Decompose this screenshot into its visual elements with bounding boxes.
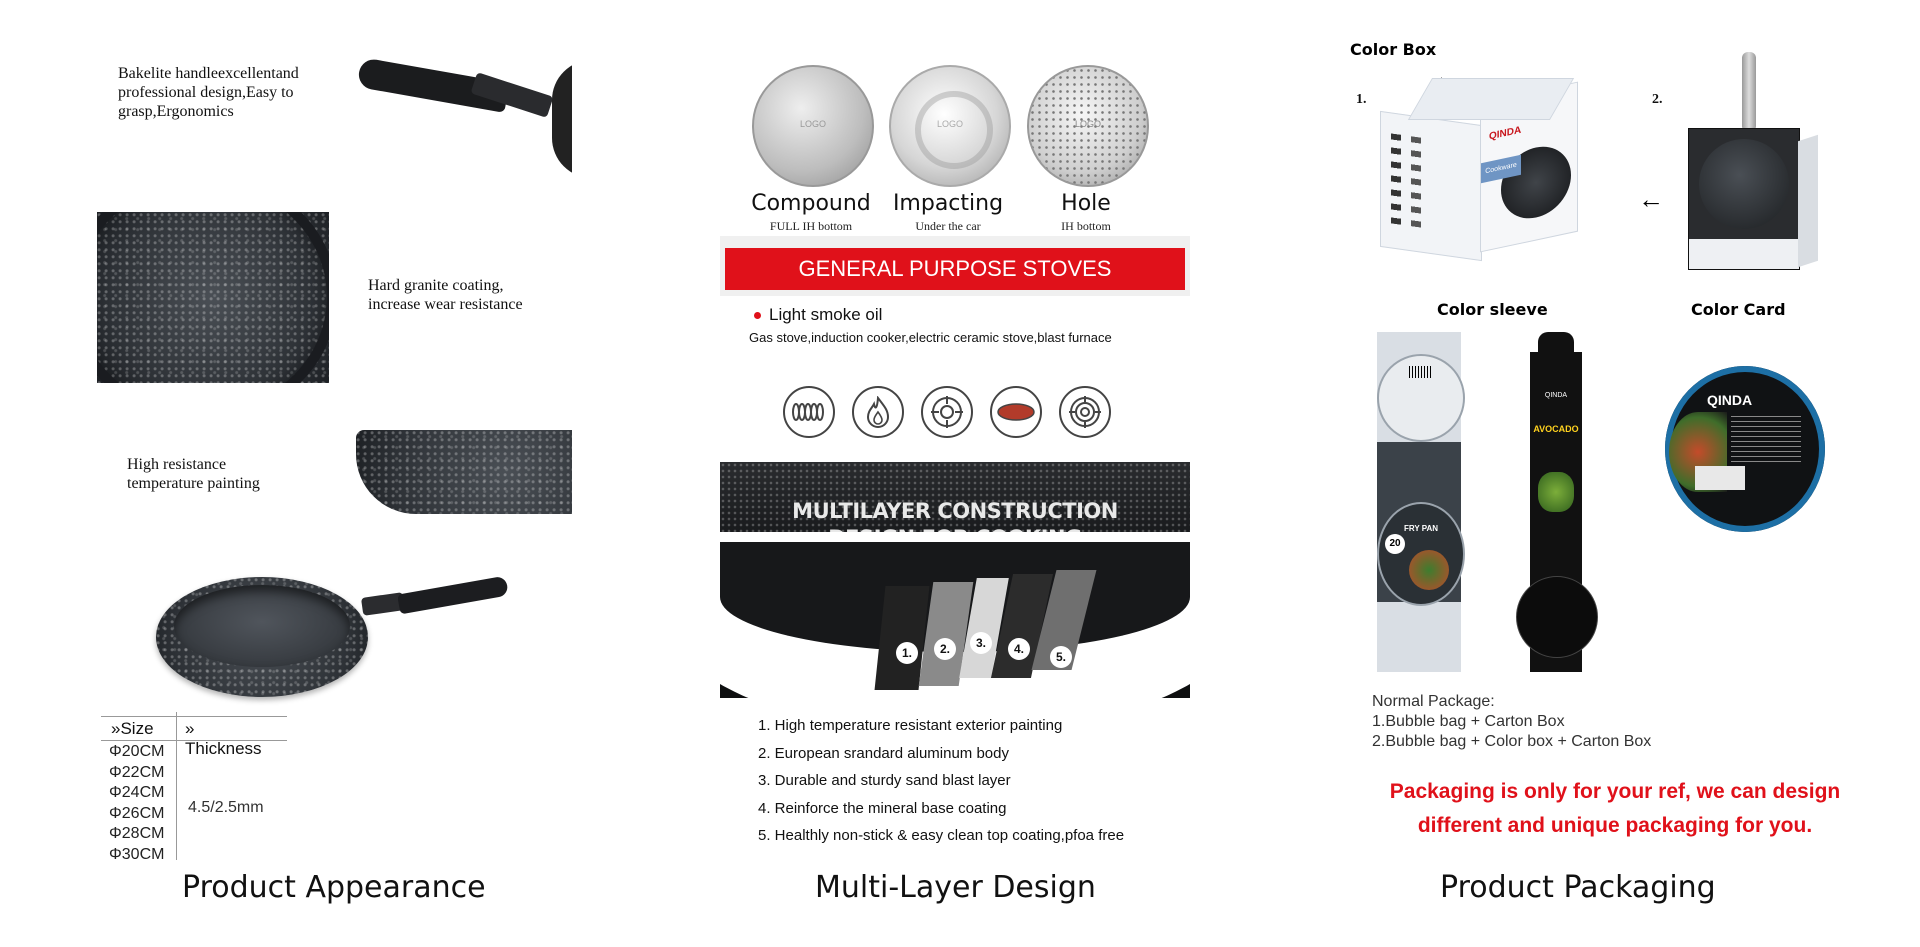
layer-item: 2. European srandard aluminum body [758, 744, 1009, 762]
coating-closeup-image [97, 212, 329, 383]
size-item: Φ30CM [109, 845, 165, 863]
handle-image [352, 56, 572, 176]
disc-label-hole: Hole [1061, 191, 1111, 216]
stoves-text: Gas stove,induction cooker,electric cera… [749, 330, 1112, 345]
layer-marker: 3. [970, 632, 992, 654]
product-appearance-title: Product Appearance [182, 870, 486, 905]
layer-list: 1. High temperature resistant exterior p… [758, 712, 1124, 850]
feature-coating-text: Hard granite coating, increase wear resi… [368, 277, 523, 313]
induction-coil-icon [783, 386, 835, 438]
disc-sub-compound: FULL IH bottom [769, 219, 853, 233]
disc-label-impacting: Impacting [892, 191, 1004, 216]
normal-package-info: Normal Package: 1.Bubble bag + Carton Bo… [1372, 693, 1652, 750]
multilayer-design-title: Multi-Layer Design [815, 870, 1096, 905]
frying-pan-image [150, 565, 510, 705]
arrow-left-icon: ← [1638, 184, 1664, 214]
layer-item: 1. High temperature resistant exterior p… [758, 717, 1063, 734]
size-item: Φ24CM [109, 784, 165, 801]
multilayer-construction-image: MULTILAYER CONSTRUCTION DESIGN FOR COOKI… [720, 462, 1190, 698]
color-sleeve-black: QINDA AVOCADO [1516, 332, 1598, 672]
package-number-1: 1. [1356, 92, 1367, 107]
layer-item: 5. Healthly non-stick & easy clean top c… [758, 827, 1125, 844]
boxed-fry-pan-image [1688, 52, 1818, 272]
color-box-heading: Color Box [1350, 40, 1437, 59]
packaging-custom-note: Packaging is only for your ref, we can d… [1389, 780, 1841, 837]
size-item: Φ20CM [109, 743, 165, 760]
color-box-image: QINDA Cookware [1380, 78, 1580, 262]
size-header: »Size [111, 719, 154, 738]
size-list: Φ20CM Φ22CM Φ24CM Φ26CM Φ28CM Φ30CM [109, 742, 164, 865]
size-item: Φ22CM [109, 763, 165, 781]
disc-sub-hole: IH bottom [1061, 219, 1111, 233]
layer-marker: 2. [934, 638, 956, 660]
product-packaging-title: Product Packaging [1440, 870, 1716, 905]
color-card-heading: Color Card [1691, 300, 1786, 319]
ceramic-hob-icon [1059, 386, 1111, 438]
feature-handle-text: Bakelite handleexcellentand professional… [118, 65, 299, 120]
disc-sub-impacting: Under the car [915, 219, 981, 233]
layer-item: 4. Reinforce the mineral base coating [758, 799, 1007, 817]
general-purpose-stoves-banner: GENERAL PURPOSE STOVES [725, 248, 1185, 290]
package-number-2: 2. [1652, 92, 1663, 107]
color-card-image: QINDA [1665, 366, 1825, 532]
layer-marker: 5. [1050, 646, 1072, 668]
thickness-value: 4.5/2.5mm [188, 799, 264, 816]
size-item: Φ26CM [109, 804, 165, 822]
color-sleeve-grey: FRY PAN 20 [1377, 332, 1465, 672]
layer-item: 3. Durable and sturdy sand blast layer [758, 772, 1011, 789]
thickness-header: » Thickness [185, 719, 262, 758]
pan-side-image [352, 428, 572, 518]
hole-bottom-disc: LOGO [1027, 65, 1149, 187]
size-item: Φ28CM [109, 825, 165, 842]
bullet-dot-icon [754, 312, 761, 319]
gas-flame-icon [852, 386, 904, 438]
impacting-bottom-disc: LOGO [889, 65, 1011, 187]
compound-bottom-disc: LOGO [752, 65, 874, 187]
oil-label: Light smoke oil [769, 305, 883, 324]
gas-burner-icon [921, 386, 973, 438]
layer-marker: 1. [896, 642, 918, 664]
feature-paint-text: High resistance temperature painting [127, 456, 260, 492]
color-sleeve-heading: Color sleeve [1437, 300, 1548, 319]
disc-label-compound: Compound [751, 191, 871, 216]
layer-marker: 4. [1008, 638, 1030, 660]
stove-icons-row [783, 386, 1111, 438]
electric-plate-icon [990, 386, 1042, 438]
